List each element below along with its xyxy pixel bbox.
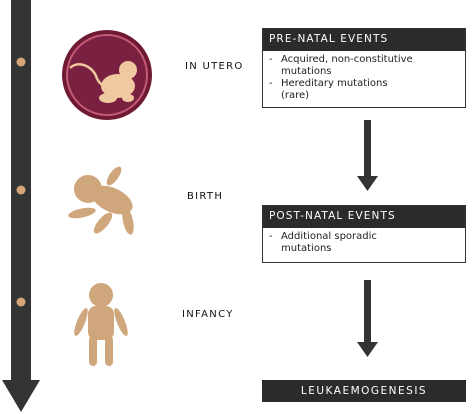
baby-icon	[68, 166, 134, 235]
postnatal-events-list: - Additional sporadic mutations	[263, 228, 465, 258]
uterus-fetus-icon	[62, 30, 152, 120]
postnatal-events-box: POST-NATAL EVENTS - Additional sporadic …	[262, 205, 466, 263]
prenatal-item-line: Acquired, non-constitutive	[281, 54, 413, 65]
timeline-marker-birth	[16, 185, 26, 195]
timeline-marker-infancy	[16, 297, 26, 307]
postnatal-item: - Additional sporadic mutations	[269, 231, 377, 254]
prenatal-item-line: mutations	[281, 66, 332, 77]
timeline-arrowhead	[2, 380, 40, 412]
postnatal-item-line: mutations	[281, 243, 332, 254]
prenatal-events-title: PRE-NATAL EVENTS	[263, 29, 465, 51]
prenatal-item: - Acquired, non-constitutive mutations	[269, 54, 413, 77]
postnatal-item-line: Additional sporadic	[281, 231, 377, 242]
arrow-prenatal-to-postnatal	[357, 120, 378, 191]
stage-label-birth: BIRTH	[187, 191, 224, 202]
timeline-marker-in-utero	[16, 57, 26, 67]
stage-label-infancy: INFANCY	[182, 309, 234, 320]
arrow-postnatal-to-outcome	[357, 280, 378, 357]
leukaemogenesis-box: LEUKAEMOGENESIS	[262, 380, 466, 402]
stage-label-in-utero: IN UTERO	[185, 61, 244, 72]
prenatal-item-line: Hereditary mutations	[281, 78, 388, 89]
child-icon	[74, 283, 128, 366]
postnatal-events-title: POST-NATAL EVENTS	[263, 206, 465, 228]
prenatal-item-line: (rare)	[281, 90, 310, 101]
prenatal-events-box: PRE-NATAL EVENTS - Acquired, non-constit…	[262, 28, 466, 108]
prenatal-events-list: - Acquired, non-constitutive mutations -…	[263, 51, 465, 105]
prenatal-item: - Hereditary mutations (rare)	[269, 78, 388, 101]
